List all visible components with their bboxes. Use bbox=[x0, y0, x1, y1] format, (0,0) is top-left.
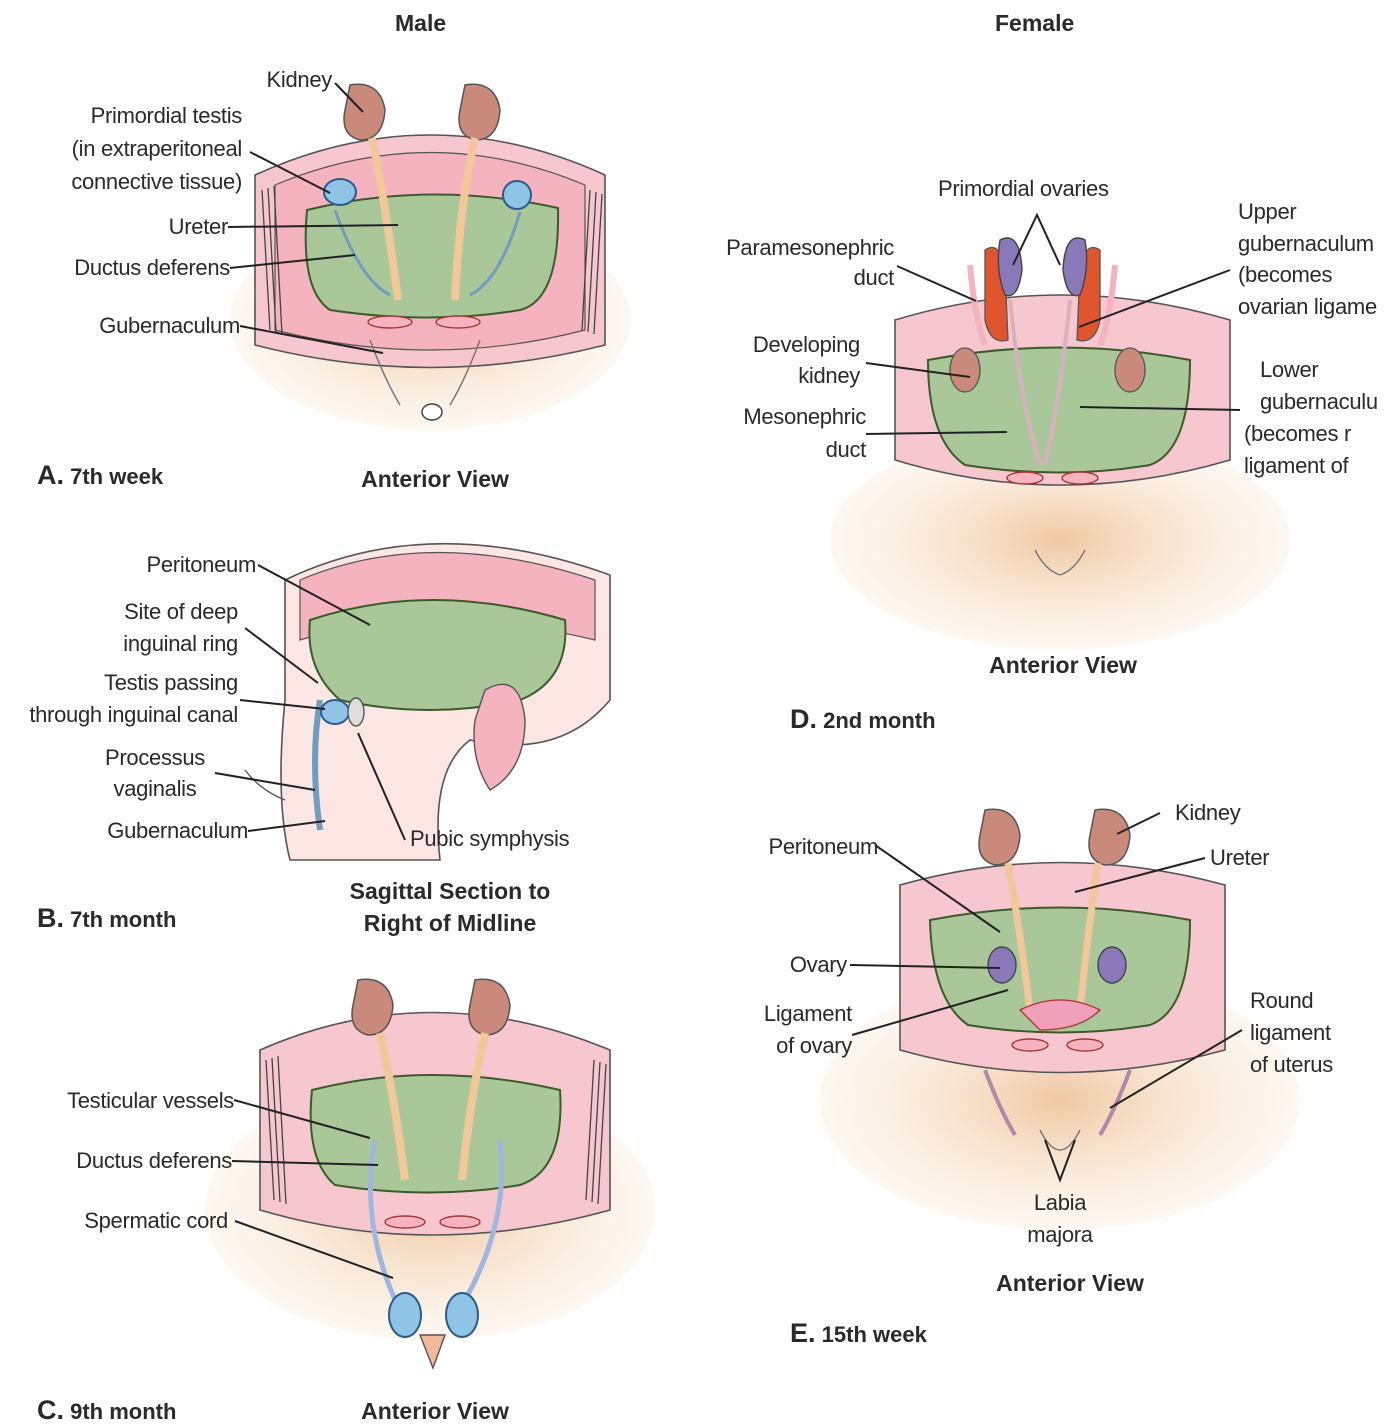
label-upper-gub-3: (becomes bbox=[1238, 259, 1332, 291]
testis-right-c bbox=[446, 1293, 478, 1337]
kidney-left-a bbox=[344, 84, 385, 140]
label-processus-2: vaginalis bbox=[90, 773, 220, 805]
label-processus-1: Processus bbox=[90, 742, 220, 774]
panel-c-caption: C. 9th month bbox=[37, 1395, 176, 1426]
label-ligament-ovary-2: of ovary bbox=[776, 1030, 852, 1062]
label-upper-gub-2: gubernaculum bbox=[1238, 228, 1374, 260]
panel-e-caption: E. 15th week bbox=[790, 1318, 927, 1349]
panel-d-drawing bbox=[830, 238, 1290, 650]
label-paramesonephric-2: duct bbox=[854, 262, 894, 294]
panel-b-caption: B. 7th month bbox=[37, 903, 176, 934]
panel-d-view: Anterior View bbox=[958, 652, 1168, 679]
label-round-lig-1: Round bbox=[1250, 985, 1313, 1017]
kidney-left-e bbox=[979, 809, 1020, 865]
label-ureter-e: Ureter bbox=[1210, 842, 1269, 874]
panel-e-view: Anterior View bbox=[965, 1270, 1175, 1297]
label-testis-passing-2: through inguinal canal bbox=[29, 699, 238, 731]
label-mesonephric-2: duct bbox=[826, 434, 866, 466]
header-female: Female bbox=[995, 10, 1074, 37]
label-lower-gub-4: ligament of bbox=[1244, 450, 1348, 482]
panel-d-caption: D. 2nd month bbox=[790, 704, 936, 735]
label-primordial-testis-1: Primordial testis bbox=[91, 100, 242, 132]
label-kidney-e: Kidney bbox=[1175, 797, 1240, 829]
label-upper-gub-4: ovarian ligame bbox=[1238, 291, 1377, 323]
label-upper-gub-1: Upper bbox=[1238, 196, 1296, 228]
label-mesonephric-1: Mesonephric bbox=[743, 401, 866, 433]
ovary-left-d bbox=[998, 238, 1022, 296]
label-developing-kidney-2: kidney bbox=[798, 360, 860, 392]
panel-b-view-2: Right of Midline bbox=[325, 910, 575, 937]
testis-right-a bbox=[503, 181, 531, 209]
panel-c-view: Anterior View bbox=[330, 1398, 540, 1425]
label-deep-ring-1: Site of deep bbox=[124, 596, 238, 628]
label-lower-gub-3: (becomes r bbox=[1244, 418, 1351, 450]
label-gubernaculum-b: Gubernaculum bbox=[107, 815, 248, 847]
label-deep-ring-2: inguinal ring bbox=[123, 628, 238, 660]
panel-a-drawing bbox=[230, 84, 630, 430]
panel-a-caption: A. 7th week bbox=[37, 460, 163, 491]
ovary-left-e bbox=[988, 947, 1016, 983]
label-peritoneum-e: Peritoneum bbox=[768, 831, 878, 863]
label-lower-gub-2: gubernaculu bbox=[1260, 386, 1378, 418]
kidney-right-a bbox=[459, 84, 500, 140]
label-ligament-ovary-1: Ligament bbox=[764, 998, 852, 1030]
label-primordial-ovaries: Primordial ovaries bbox=[938, 173, 1109, 205]
label-round-lig-2: ligament bbox=[1250, 1017, 1331, 1049]
kidney-right-e bbox=[1089, 809, 1130, 865]
label-testis-passing-1: Testis passing bbox=[104, 667, 238, 699]
label-kidney-a: Kidney bbox=[267, 64, 332, 96]
label-primordial-testis-2: (in extraperitoneal bbox=[72, 133, 242, 165]
label-labia-2: majora bbox=[1010, 1219, 1110, 1251]
panel-a-view: Anterior View bbox=[330, 466, 540, 493]
testis-b bbox=[321, 700, 349, 724]
label-round-lig-3: of uterus bbox=[1250, 1049, 1333, 1081]
label-developing-kidney-1: Developing bbox=[753, 329, 860, 361]
label-ductus-deferens-c: Ductus deferens bbox=[76, 1145, 232, 1177]
label-ovary-e: Ovary bbox=[790, 949, 847, 981]
label-peritoneum-b: Peritoneum bbox=[146, 549, 256, 581]
label-testicular-vessels: Testicular vessels bbox=[67, 1085, 234, 1117]
testis-left-c bbox=[389, 1293, 421, 1337]
label-primordial-testis-3: connective tissue) bbox=[71, 166, 242, 198]
label-spermatic-cord: Spermatic cord bbox=[84, 1205, 228, 1237]
label-gubernaculum-a: Gubernaculum bbox=[99, 310, 240, 342]
header-male: Male bbox=[395, 10, 446, 37]
kidney-right-c bbox=[469, 979, 510, 1035]
kidney-left-c bbox=[352, 979, 393, 1035]
ovary-right-e bbox=[1098, 947, 1126, 983]
label-pubic-symphysis: Pubic symphysis bbox=[410, 823, 569, 855]
panel-b-view-1: Sagittal Section to bbox=[325, 878, 575, 905]
panel-c-drawing bbox=[205, 979, 655, 1368]
label-labia-1: Labia bbox=[1010, 1187, 1110, 1219]
label-ureter-a: Ureter bbox=[169, 211, 228, 243]
ovary-right-d bbox=[1063, 238, 1087, 296]
label-ductus-deferens-a: Ductus deferens bbox=[74, 252, 230, 284]
label-lower-gub-1: Lower bbox=[1260, 354, 1318, 386]
panel-b-drawing bbox=[245, 544, 610, 860]
label-paramesonephric-1: Paramesonephric bbox=[726, 232, 894, 264]
